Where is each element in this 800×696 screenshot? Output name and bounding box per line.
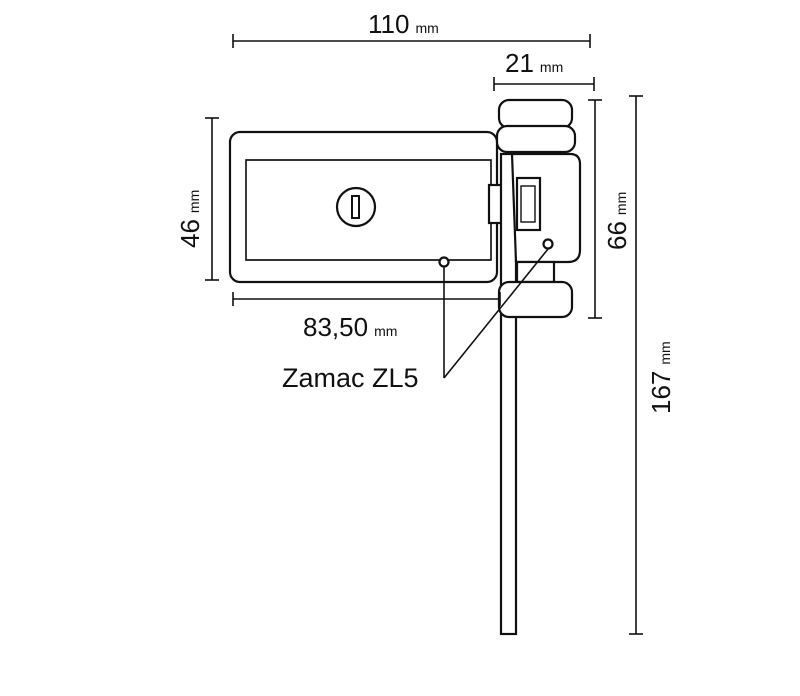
- dim-knob-height-value: 66: [602, 221, 632, 250]
- dim-bar-length-unit: mm: [657, 341, 673, 364]
- dim-knob-height-unit: mm: [613, 192, 629, 215]
- mounting-bar: [499, 152, 518, 636]
- dim-body-width-unit: mm: [374, 323, 397, 339]
- dim-height-unit: mm: [186, 190, 202, 213]
- callout-leaders: [443, 248, 549, 379]
- callout-point-body: [438, 256, 450, 268]
- dimension-depth: 21 mm: [493, 48, 595, 91]
- knob-assembly: [495, 98, 582, 319]
- dimension-body-width: 83,50 mm: [232, 292, 501, 342]
- dim-total-width-unit: mm: [415, 20, 438, 36]
- dimension-knob-height: 66 mm: [588, 99, 632, 319]
- material-label: Zamac ZL5: [282, 363, 419, 393]
- dimension-bar-length: 167 mm: [629, 95, 676, 635]
- svg-text:46mm: 46 mm: [175, 190, 205, 248]
- dim-total-width-value: 110: [368, 9, 409, 39]
- dim-bar-length-value: 167: [646, 371, 676, 414]
- dim-depth-unit: mm: [540, 59, 563, 75]
- dimension-height: 46 mm: [175, 117, 219, 281]
- keyhole-cylinder: [335, 186, 377, 228]
- dimension-total-width: 110 mm: [232, 9, 591, 48]
- dim-body-width-value: 83,50: [303, 312, 368, 342]
- svg-text:66mm: 66 mm: [602, 192, 632, 250]
- dim-height-value: 46: [175, 219, 205, 248]
- svg-text:167mm: 167 mm: [646, 341, 676, 414]
- callout-point-knob: [542, 238, 554, 250]
- dim-depth-value: 21: [505, 48, 534, 78]
